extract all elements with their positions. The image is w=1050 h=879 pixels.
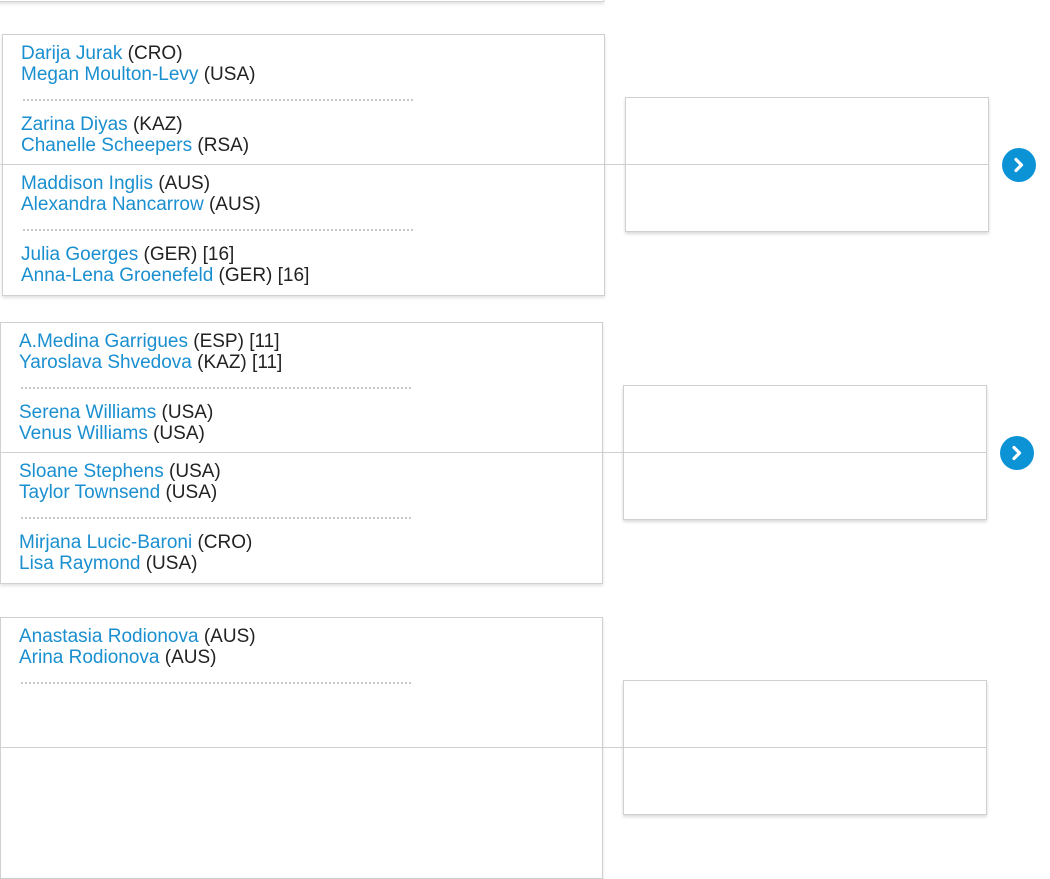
player-name-link[interactable]: Serena Williams [19,402,157,423]
chevron-right-icon [1012,445,1022,461]
team: A.Medina Garrigues (ESP) [11]Yaroslava S… [19,331,282,373]
team: Darija Jurak (CRO)Megan Moulton-Levy (US… [21,43,255,85]
next-round-divider [626,164,988,165]
next-round-box [625,97,989,232]
match-divider [23,99,413,101]
player-name-link[interactable]: Zarina Diyas [21,114,128,135]
player-name-link[interactable]: Lisa Raymond [19,553,141,574]
team: Zarina Diyas (KAZ)Chanelle Scheepers (RS… [21,114,249,156]
player: Anna-Lena Groenefeld (GER) [16] [21,265,309,286]
player-seed: [11] [249,331,280,352]
player-name-link[interactable]: Anastasia Rodionova [19,626,199,647]
next-round-divider [624,747,986,748]
player-seed: [11] [252,352,283,373]
player: A.Medina Garrigues (ESP) [11] [19,331,282,352]
player: Lisa Raymond (USA) [19,553,252,574]
player-country: (AUS) [208,194,261,215]
player-country: (GER) [143,244,198,265]
bracket-connector [0,164,625,165]
player-name-link[interactable]: Darija Jurak [21,43,123,64]
match-divider [21,682,411,684]
player-country: (GER) [218,265,273,286]
next-round-button[interactable] [1002,148,1036,182]
player: Taylor Townsend (USA) [19,482,221,503]
player: Arina Rodionova (AUS) [19,647,256,668]
player-name-link[interactable]: Julia Goerges [21,244,139,265]
player-country: (CRO) [197,532,253,553]
chevron-right-icon [1014,157,1024,173]
match: Darija Jurak (CRO)Megan Moulton-Levy (US… [3,35,604,165]
player-name-link[interactable]: Yaroslava Shvedova [19,352,192,373]
match-divider [21,517,411,519]
first-round-box: Darija Jurak (CRO)Megan Moulton-Levy (US… [2,34,605,296]
player: Megan Moulton-Levy (USA) [21,64,255,85]
player-name-link[interactable]: Arina Rodionova [19,647,160,668]
player-country: (KAZ) [197,352,247,373]
player-name-link[interactable]: Alexandra Nancarrow [21,194,204,215]
player-country: (USA) [169,461,221,482]
player-country: (AUS) [164,647,217,668]
player-seed: [16] [277,265,310,286]
team: Sloane Stephens (USA)Taylor Townsend (US… [19,461,221,503]
player-name-link[interactable]: Chanelle Scheepers [21,135,193,156]
team: Maddison Inglis (AUS)Alexandra Nancarrow… [21,173,261,215]
next-round-box [623,385,987,520]
match: Anastasia Rodionova (AUS)Arina Rodionova… [1,618,602,748]
player: Venus Williams (USA) [19,423,213,444]
player: Julia Goerges (GER) [16] [21,244,309,265]
bracket-connector [0,452,625,453]
match: Maddison Inglis (AUS)Alexandra Nancarrow… [3,165,604,295]
player-country: (USA) [203,64,256,85]
team: Serena Williams (USA)Venus Williams (USA… [19,402,213,444]
player: Alexandra Nancarrow (AUS) [21,194,261,215]
next-round-divider [624,452,986,453]
player-name-link[interactable]: Venus Williams [19,423,148,444]
player-country: (ESP) [193,331,244,352]
player: Serena Williams (USA) [19,402,213,423]
player-name-link[interactable]: Sloane Stephens [19,461,164,482]
player-name-link[interactable]: A.Medina Garrigues [19,331,188,352]
player-name-link[interactable]: Mirjana Lucic-Baroni [19,532,193,553]
player: Sloane Stephens (USA) [19,461,221,482]
player-name-link[interactable]: Megan Moulton-Levy [21,64,199,85]
player: Anastasia Rodionova (AUS) [19,626,256,647]
player-name-link[interactable]: Anna-Lena Groenefeld [21,265,214,286]
first-round-box: A.Medina Garrigues (ESP) [11]Yaroslava S… [0,322,603,584]
player-country: (AUS) [203,626,256,647]
player-name-link[interactable]: Maddison Inglis [21,173,154,194]
player-country: (USA) [161,402,214,423]
match: A.Medina Garrigues (ESP) [11]Yaroslava S… [1,323,602,453]
player-country: (USA) [165,482,218,503]
player-country: (AUS) [158,173,211,194]
bracket-connector [0,747,625,748]
first-round-box: Anastasia Rodionova (AUS)Arina Rodionova… [0,617,603,879]
next-round-box [623,680,987,815]
player: Mirjana Lucic-Baroni (CRO) [19,532,252,553]
team: Mirjana Lucic-Baroni (CRO)Lisa Raymond (… [19,532,252,574]
player-name-link[interactable]: Taylor Townsend [19,482,161,503]
player: Maddison Inglis (AUS) [21,173,261,194]
player: Zarina Diyas (KAZ) [21,114,249,135]
match: Sloane Stephens (USA)Taylor Townsend (US… [1,453,602,583]
match-divider [21,387,411,389]
team: Anastasia Rodionova (AUS)Arina Rodionova… [19,626,256,668]
player-country: (USA) [145,553,198,574]
match-divider [23,229,413,231]
next-round-button[interactable] [1000,436,1034,470]
player: Yaroslava Shvedova (KAZ) [11] [19,352,282,373]
previous-draw-box [0,0,604,2]
player-country: (CRO) [127,43,183,64]
player-country: (USA) [153,423,205,444]
player-country: (KAZ) [132,114,183,135]
team: Julia Goerges (GER) [16]Anna-Lena Groene… [21,244,309,286]
player-country: (RSA) [197,135,250,156]
player-seed: [16] [202,244,235,265]
player: Chanelle Scheepers (RSA) [21,135,249,156]
player: Darija Jurak (CRO) [21,43,255,64]
